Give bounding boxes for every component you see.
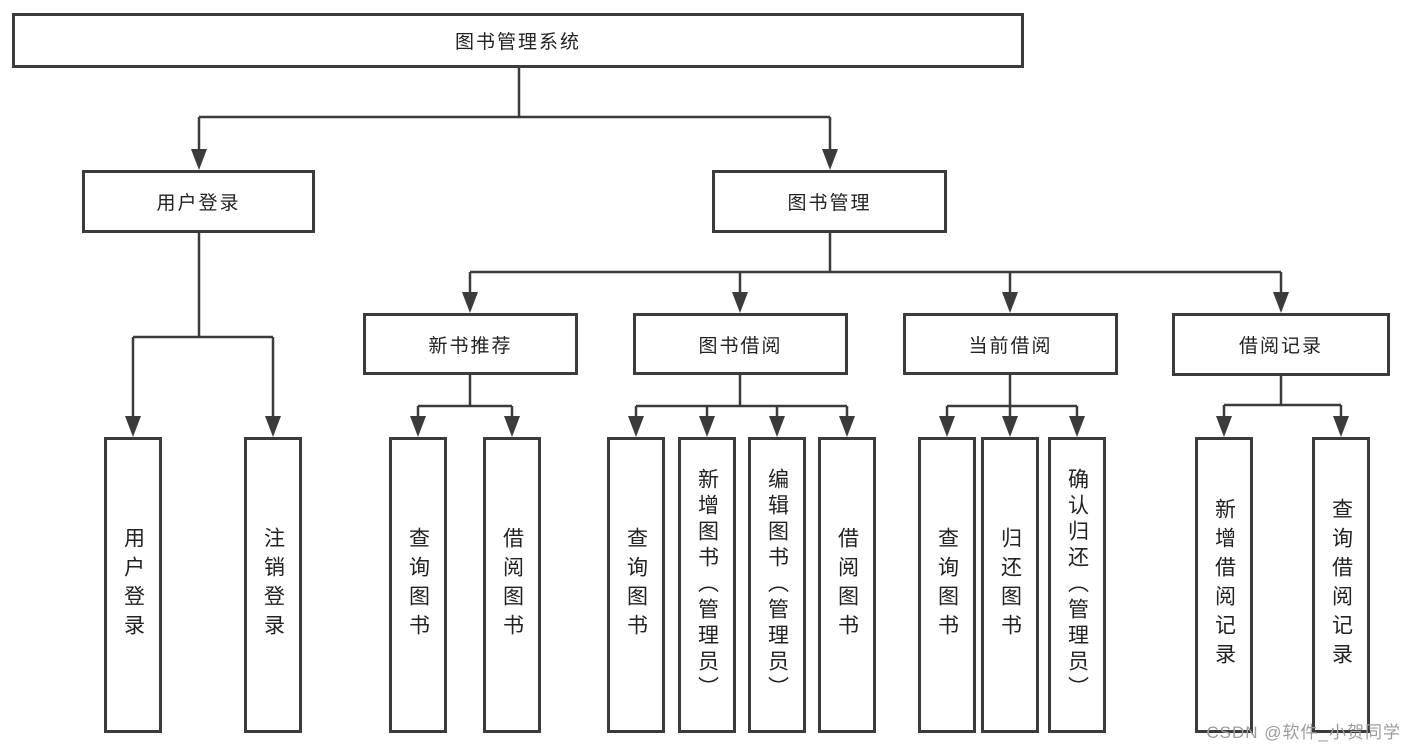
arrowhead-icon — [125, 416, 141, 437]
node-root: 图书管理系统 — [12, 13, 1024, 68]
leaf-current-query-books-label: 查询图书 — [935, 527, 959, 643]
arrowhead-icon — [939, 416, 955, 437]
leaf-borrowing-borrow-books-label: 借阅图书 — [835, 527, 859, 643]
leaf-borrowing-query-books-label: 查询图书 — [624, 527, 648, 643]
arrowhead-icon — [732, 292, 748, 313]
arrowhead-icon — [699, 416, 715, 437]
node-user-login-label: 用户登录 — [156, 193, 241, 214]
arrowhead-icon — [628, 416, 644, 437]
node-current-borrowing: 当前借阅 — [903, 313, 1118, 375]
leaf-recommend-borrow-books: 借阅图书 — [483, 437, 541, 733]
leaf-query-borrow-record-label: 查询借阅记录 — [1329, 498, 1353, 672]
node-book-management-label: 图书管理 — [787, 193, 872, 214]
arrowhead-icon — [1002, 416, 1018, 437]
node-current-borrowing-label: 当前借阅 — [968, 335, 1053, 357]
leaf-recommend-query-books-label: 查询图书 — [406, 527, 430, 643]
node-book-management: 图书管理 — [712, 170, 947, 233]
leaf-edit-books-admin: 编辑图书（管理员） — [748, 437, 806, 733]
leaf-borrowing-query-books: 查询图书 — [607, 437, 665, 733]
arrowheads — [125, 149, 1349, 437]
arrowhead-icon — [1333, 416, 1349, 437]
arrowhead-icon — [462, 292, 478, 313]
leaf-logout-label: 注销登录 — [261, 527, 285, 643]
arrowhead-icon — [410, 416, 426, 437]
leaf-confirm-return-admin: 确认归还（管理员） — [1048, 437, 1106, 733]
leaf-add-books-admin-label: 新增图书（管理员） — [695, 468, 719, 702]
node-root-label: 图书管理系统 — [454, 32, 581, 53]
arrowhead-icon — [1069, 416, 1085, 437]
node-new-book-recommend-label: 新书推荐 — [428, 335, 513, 357]
leaf-recommend-query-books: 查询图书 — [389, 437, 447, 733]
leaf-confirm-return-admin-label: 确认归还（管理员） — [1065, 468, 1089, 702]
leaf-edit-books-admin-label: 编辑图书（管理员） — [765, 468, 789, 702]
node-book-borrowing-label: 图书借阅 — [698, 335, 783, 357]
leaf-borrowing-borrow-books: 借阅图书 — [818, 437, 876, 733]
arrowhead-icon — [769, 416, 785, 437]
leaf-return-books-label: 归还图书 — [998, 527, 1022, 643]
leaf-current-query-books: 查询图书 — [918, 437, 976, 733]
leaf-return-books: 归还图书 — [981, 437, 1039, 733]
leaf-logout: 注销登录 — [244, 437, 302, 733]
leaf-add-borrow-record: 新增借阅记录 — [1195, 437, 1253, 733]
arrowhead-icon — [1216, 416, 1232, 437]
arrowhead-icon — [1273, 292, 1289, 313]
arrowhead-icon — [839, 416, 855, 437]
node-borrowing-records: 借阅记录 — [1172, 313, 1390, 376]
arrowhead-icon — [1002, 292, 1018, 313]
node-user-login: 用户登录 — [82, 170, 315, 233]
node-new-book-recommend: 新书推荐 — [363, 313, 578, 375]
leaf-add-books-admin: 新增图书（管理员） — [678, 437, 736, 733]
leaf-add-borrow-record-label: 新增借阅记录 — [1212, 498, 1236, 672]
arrowhead-icon — [822, 149, 838, 170]
arrowhead-icon — [504, 416, 520, 437]
leaf-user-login: 用户登录 — [104, 437, 162, 733]
leaf-user-login-label: 用户登录 — [121, 527, 145, 643]
node-borrowing-records-label: 借阅记录 — [1238, 336, 1323, 357]
csdn-watermark: CSDN @软件_小贺同学 — [1206, 723, 1401, 742]
arrowhead-icon — [191, 149, 207, 170]
leaf-query-borrow-record: 查询借阅记录 — [1312, 437, 1370, 733]
node-book-borrowing: 图书借阅 — [633, 313, 848, 375]
arrowhead-icon — [265, 416, 281, 437]
leaf-recommend-borrow-books-label: 借阅图书 — [500, 527, 524, 643]
